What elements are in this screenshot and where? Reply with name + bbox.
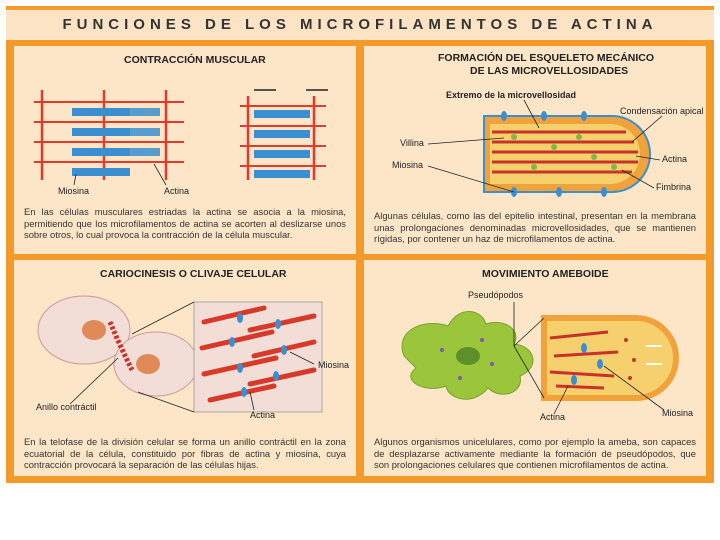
- sheet: FUNCIONES DE LOS MICROFILAMENTOS DE ACTI…: [6, 6, 714, 483]
- panel-muscle-contraction: CONTRACCIÓN MUSCULAR: [14, 46, 356, 254]
- label-myosin: Miosina: [392, 160, 424, 170]
- label-microvillus-tip: Extremo de la microvellosidad: [446, 90, 577, 100]
- cytokinesis-diagram: [37, 295, 323, 413]
- panel-title: CONTRACCIÓN MUSCULAR: [124, 54, 266, 66]
- microvillus-diagram: [427, 99, 663, 197]
- panel-description: Algunos organismos unicelulares, como po…: [374, 436, 696, 470]
- label-actin: Actina: [250, 410, 276, 420]
- label-pseudopods: Pseudópodos: [468, 290, 524, 300]
- label-fimbrin: Fimbrina: [656, 182, 692, 192]
- label-myosin: Miosina: [318, 360, 350, 370]
- label-contractile-ring: Anillo contráctil: [36, 402, 97, 412]
- panel-description: En las células musculares estriadas la a…: [24, 206, 346, 240]
- panel-cytokinesis: CARIOCINESIS O CLIVAJE CELULAR: [14, 260, 356, 476]
- contracted-sarcomere: [240, 89, 328, 180]
- label-actin: Actina: [540, 412, 566, 422]
- panel-title-line2: DE LAS MICROVELLOSIDADES: [470, 65, 629, 77]
- panel-description: En la telofase de la división celular se…: [24, 436, 346, 470]
- amoeba-diagram: [401, 302, 679, 415]
- relaxed-sarcomere: [34, 90, 184, 180]
- panel-description: Algunas células, como las del epitelio i…: [374, 210, 696, 244]
- label-myosin: Miosina: [58, 186, 90, 196]
- panel-title-line1: FORMACIÓN DEL ESQUELETO MECÁNICO: [438, 52, 655, 64]
- label-actin: Actina: [662, 154, 688, 164]
- label-myosin: Miosina: [662, 408, 694, 418]
- panel-title: CARIOCINESIS O CLIVAJE CELULAR: [100, 268, 287, 280]
- panel-amoeboid-movement: MOVIMIENTO AMEBOIDE Pseudópodos: [364, 260, 706, 476]
- panel-title: MOVIMIENTO AMEBOIDE: [482, 268, 609, 280]
- panel-microvilli: FORMACIÓN DEL ESQUELETO MECÁNICO DE LAS …: [364, 46, 706, 254]
- label-villin: Villina: [400, 138, 424, 148]
- label-apical-condensation: Condensación apical: [620, 106, 704, 116]
- label-actin: Actina: [164, 186, 190, 196]
- page-title: FUNCIONES DE LOS MICROFILAMENTOS DE ACTI…: [6, 10, 714, 40]
- sarcomere-diagram: [34, 89, 328, 186]
